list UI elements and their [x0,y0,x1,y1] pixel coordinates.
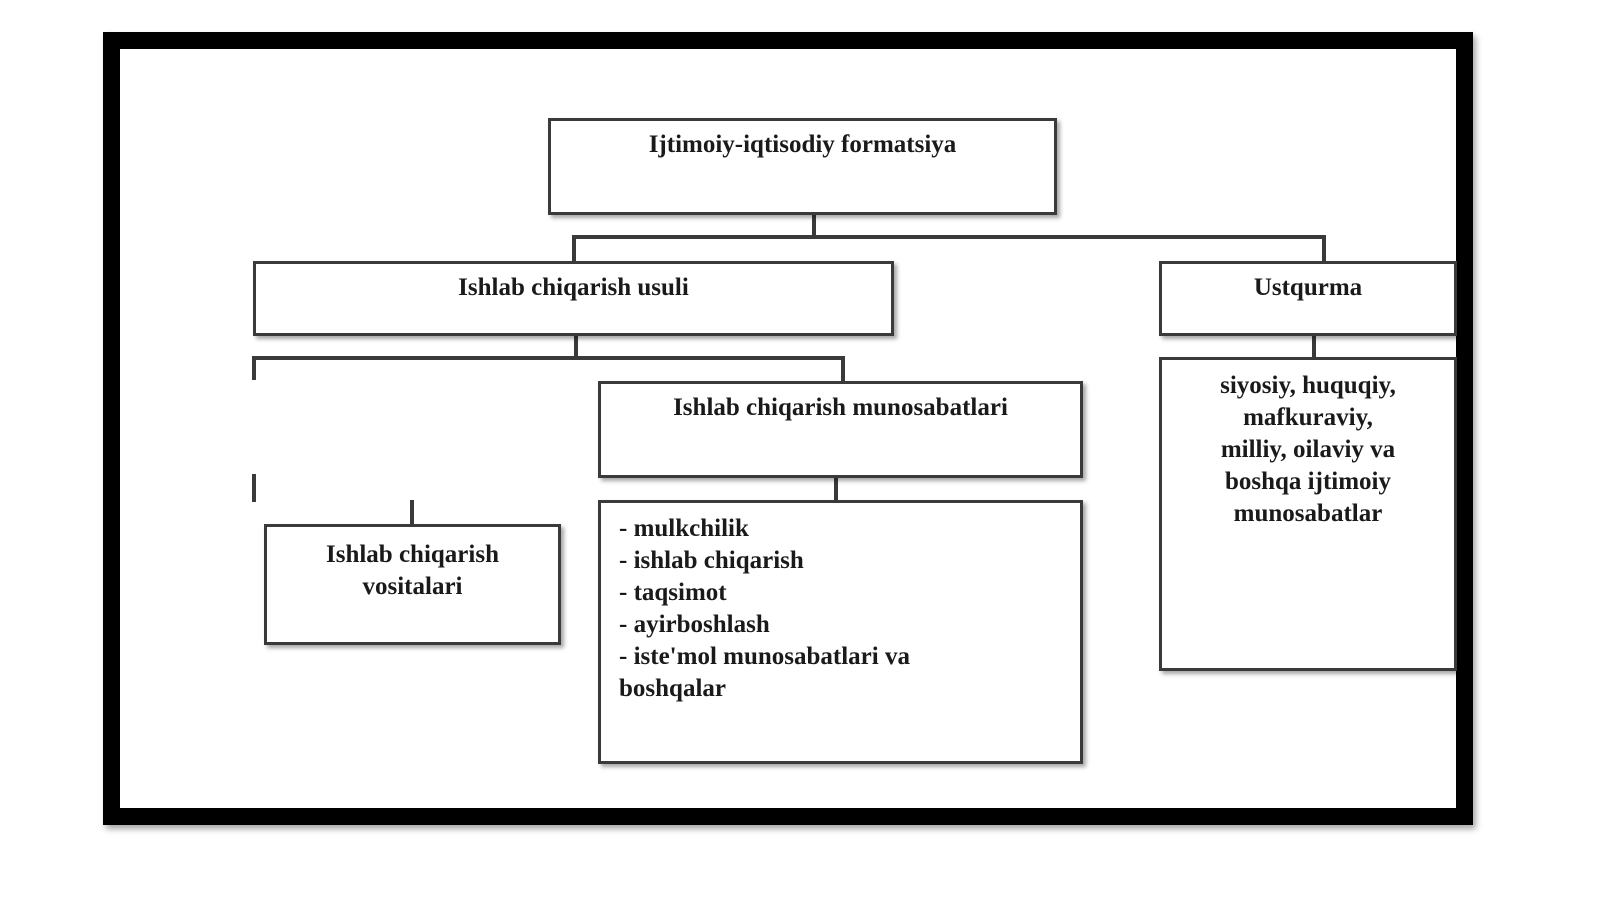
superstructure-detail-node: siyosiy, huquqiy, mafkuraviy, milliy, oi… [1159,357,1457,671]
connector-to-production-relations [841,356,845,382]
superstructure-detail-line: mafkuraviy, [1243,404,1373,431]
connector-level2-bar [572,235,1326,239]
production-means-label-line: vositalari [362,573,463,600]
production-relations-label: Ishlab chiqarish munosabatlari [673,394,1008,421]
superstructure-detail-line: munosabatlar [1233,500,1383,527]
connector-to-production-means [410,500,414,524]
production-relations-list-node: - mulkchilik - ishlab chiqarish - taqsim… [598,500,1083,764]
production-means-node: Ishlab chiqarish vositalari [264,524,561,645]
connector-superstructure-down [1312,334,1316,358]
superstructure-detail-line: boshqa ijtimoiy [1224,468,1391,495]
superstructure-label: Ustqurma [1253,274,1363,301]
production-means-label-line: Ishlab chiqarish [326,541,499,568]
connector-level3-bar [252,356,845,360]
list-item: - taqsimot [619,579,727,606]
connector-relations-down [834,475,838,501]
production-mode-label: Ishlab chiqarish usuli [458,274,689,301]
root-node-label: Ijtimoiy-iqtisodiy formatsiya [648,131,957,158]
connector-root-down [812,213,816,237]
list-item: - mulkchilik [619,515,749,542]
list-item: - iste'mol munosabatlari va [619,643,910,670]
superstructure-detail-line: milliy, oilaviy va [1220,436,1396,463]
connector-to-superstructure [1322,235,1326,261]
production-relations-node: Ishlab chiqarish munosabatlari [598,381,1083,478]
list-item: - ishlab chiqarish [619,547,804,574]
list-item: - ayirboshlash [619,611,770,638]
superstructure-detail-line: siyosiy, huquqiy, [1220,372,1396,399]
connector-production-mode-down [574,332,578,360]
production-mode-node: Ishlab chiqarish usuli [253,261,894,336]
connector-to-production-mode [572,235,576,261]
connector-left-mark [252,474,256,502]
root-node: Ijtimoiy-iqtisodiy formatsiya [548,118,1057,215]
list-item: boshqalar [619,675,726,702]
superstructure-node: Ustqurma [1159,261,1457,336]
connector-left-stub [252,356,256,380]
